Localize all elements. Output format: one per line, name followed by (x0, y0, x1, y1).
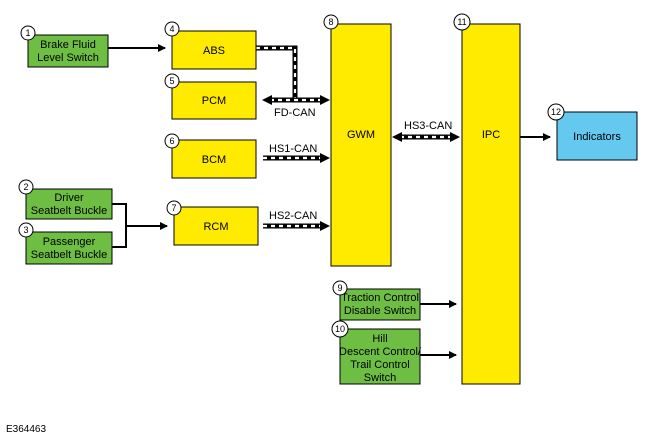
node-driver-buckle: Driver Seatbelt Buckle (25, 188, 113, 220)
node-rcm: RCM (173, 206, 259, 246)
hs1-can-bus (263, 153, 330, 163)
callout-11: 11 (453, 13, 471, 31)
svg-text:2: 2 (23, 182, 28, 192)
node-abs: ABS (171, 30, 257, 70)
hill-line-2: Descent Control/ (339, 346, 422, 358)
callout-12: 12 (547, 103, 565, 121)
callout-9: 9 (332, 280, 348, 296)
wire-passenger-buckle (112, 226, 127, 248)
connections (108, 44, 551, 359)
svg-text:10: 10 (335, 324, 345, 334)
brake-fluid-line-2: Level Switch (37, 52, 99, 64)
hs1-can-label: HS1-CAN (269, 143, 317, 155)
callout-3: 3 (18, 222, 34, 238)
svg-text:5: 5 (169, 76, 174, 86)
node-pcm: PCM (171, 81, 257, 120)
svg-text:9: 9 (337, 283, 342, 293)
traction-line-2: Disable Switch (344, 305, 416, 317)
passenger-buckle-line-1: Passenger (43, 236, 96, 248)
brake-fluid-line-1: Brake Fluid (40, 39, 96, 51)
abs-label: ABS (203, 45, 225, 57)
ipc-label: IPC (482, 129, 500, 141)
svg-text:3: 3 (23, 225, 28, 235)
node-traction-switch: Traction Control Disable Switch (339, 288, 421, 321)
gwm-label: GWM (347, 129, 375, 141)
passenger-buckle-line-2: Seatbelt Buckle (31, 249, 107, 261)
callout-2: 2 (18, 179, 34, 195)
hill-line-1: Hill (372, 333, 387, 345)
hs3-can-bus (392, 132, 460, 142)
hill-line-4: Switch (364, 372, 396, 384)
node-bcm: BCM (171, 139, 257, 179)
rcm-label: RCM (203, 221, 228, 233)
callout-8: 8 (323, 14, 339, 30)
node-indicators: Indicators (556, 111, 638, 161)
reference-code: E364463 (6, 424, 47, 435)
svg-text:8: 8 (328, 17, 333, 27)
svg-text:11: 11 (457, 17, 466, 27)
node-brake-fluid-switch: Brake Fluid Level Switch (27, 34, 109, 68)
bcm-label: BCM (202, 154, 226, 166)
svg-text:7: 7 (171, 203, 176, 213)
driver-buckle-line-1: Driver (54, 192, 84, 204)
hs2-can-label: HS2-CAN (269, 210, 317, 222)
svg-text:1: 1 (25, 28, 30, 38)
callout-5: 5 (164, 73, 180, 89)
node-ipc: IPC (461, 23, 521, 385)
callout-4: 4 (164, 21, 180, 37)
hill-line-3: Trail Control (350, 359, 410, 371)
wire-driver-buckle (112, 203, 127, 226)
hs2-can-bus (263, 221, 330, 231)
traction-line-1: Traction Control (341, 292, 419, 304)
callout-10: 10 (331, 320, 349, 338)
callout-1: 1 (20, 25, 36, 41)
callout-6: 6 (164, 133, 180, 149)
node-gwm: GWM (330, 23, 392, 267)
hs3-can-label: HS3-CAN (404, 120, 452, 132)
callout-7: 7 (166, 200, 182, 216)
svg-text:6: 6 (169, 136, 174, 146)
fd-can-bus (256, 45, 330, 105)
node-hill-descent-switch: Hill Descent Control/ Trail Control Swit… (339, 328, 422, 385)
indicators-label: Indicators (573, 131, 621, 143)
pcm-label: PCM (202, 95, 226, 107)
svg-text:12: 12 (551, 107, 561, 117)
svg-text:4: 4 (169, 24, 174, 34)
fd-can-label: FD-CAN (274, 107, 316, 119)
driver-buckle-line-2: Seatbelt Buckle (31, 205, 107, 217)
node-passenger-buckle: Passenger Seatbelt Buckle (25, 231, 113, 265)
